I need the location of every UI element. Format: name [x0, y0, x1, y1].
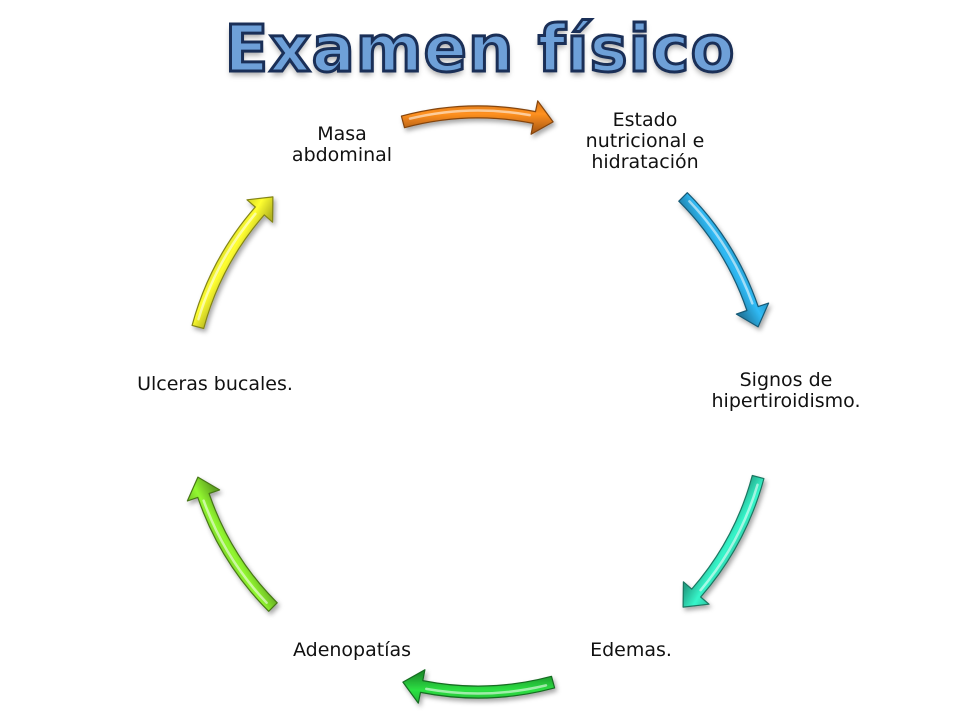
- node-label-edemas: Edemas.: [590, 639, 672, 661]
- cycle-arrow-3: [682, 474, 765, 608]
- cycle-arrow-4: [402, 669, 556, 704]
- cycle-arrow-highlight-5: [202, 499, 268, 604]
- cycle-arrow-2: [678, 192, 770, 328]
- cycle-arrow-highlight-3: [699, 483, 759, 592]
- diagram-title: Examen físico: [223, 13, 736, 87]
- node-label-ulceras-bucales: Ulceras bucales.: [137, 373, 293, 395]
- cycle-arrow-highlight-4: [425, 684, 548, 695]
- node-label-masa-abdominal: Masa abdominal: [291, 123, 393, 166]
- cycle-arrow-highlight-2: [688, 200, 754, 305]
- cycle-arrow-5: [186, 476, 278, 612]
- cycle-arrow-1: [400, 100, 554, 135]
- node-label-estado-nutricional: Estado nutricional e hidratación: [585, 109, 705, 173]
- cycle-arrow-highlight-1: [408, 109, 531, 120]
- cycle-arrow-highlight-6: [197, 212, 257, 321]
- node-label-adenopatias: Adenopatías: [292, 639, 412, 661]
- cycle-arrow-6: [191, 196, 274, 330]
- node-label-signos-hipertiroidismo: Signos de hipertiroidismo.: [711, 369, 861, 412]
